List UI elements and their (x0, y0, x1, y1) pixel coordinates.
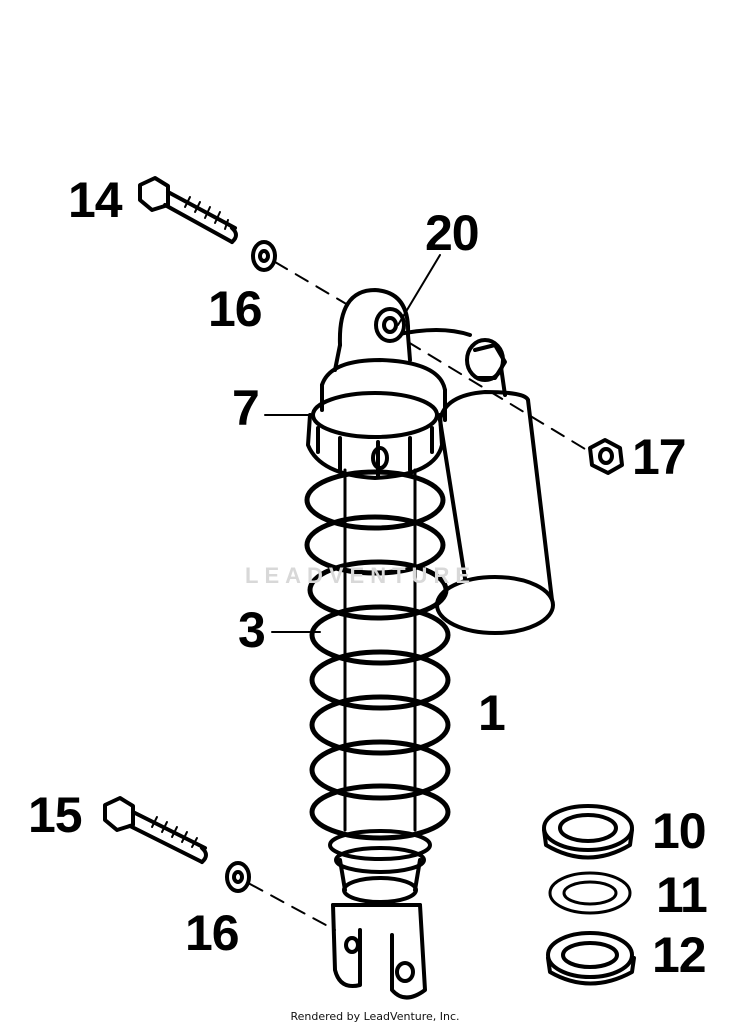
seal-10 (542, 804, 634, 860)
inner-body (343, 468, 417, 832)
bolt-15 (103, 796, 208, 864)
callout-11: 11 (656, 867, 708, 923)
assembly-axes (249, 261, 591, 931)
callout-7: 7 (232, 380, 260, 436)
callout-16-bottom: 16 (185, 905, 240, 961)
bolt-14 (138, 176, 238, 244)
callout-17: 17 (632, 429, 687, 485)
spring-collar (306, 391, 444, 480)
callout-20: 20 (425, 205, 480, 261)
footer-credit: Rendered by LeadVenture, Inc. (290, 1010, 460, 1023)
washer-16-bottom (225, 861, 251, 893)
watermark-text: LEADVENTURE (245, 563, 477, 588)
callout-10: 10 (652, 803, 707, 859)
callout-12: 12 (652, 927, 707, 983)
callout-14: 14 (68, 172, 123, 228)
callout-15: 15 (28, 787, 83, 843)
coil-spring (304, 469, 451, 841)
reservoir-fitting (465, 338, 507, 382)
callout-1: 1 (478, 685, 506, 741)
seal-12 (546, 931, 636, 986)
bottom-clevis (331, 876, 427, 1000)
leader-lines (264, 254, 441, 633)
shock-top-eye (333, 288, 412, 372)
washer-16-top (251, 240, 277, 272)
nut-17 (588, 438, 624, 475)
callout-3: 3 (238, 602, 266, 658)
washer-11 (548, 871, 632, 915)
callout-16-top: 16 (208, 281, 263, 337)
shock-body-top (320, 358, 447, 422)
